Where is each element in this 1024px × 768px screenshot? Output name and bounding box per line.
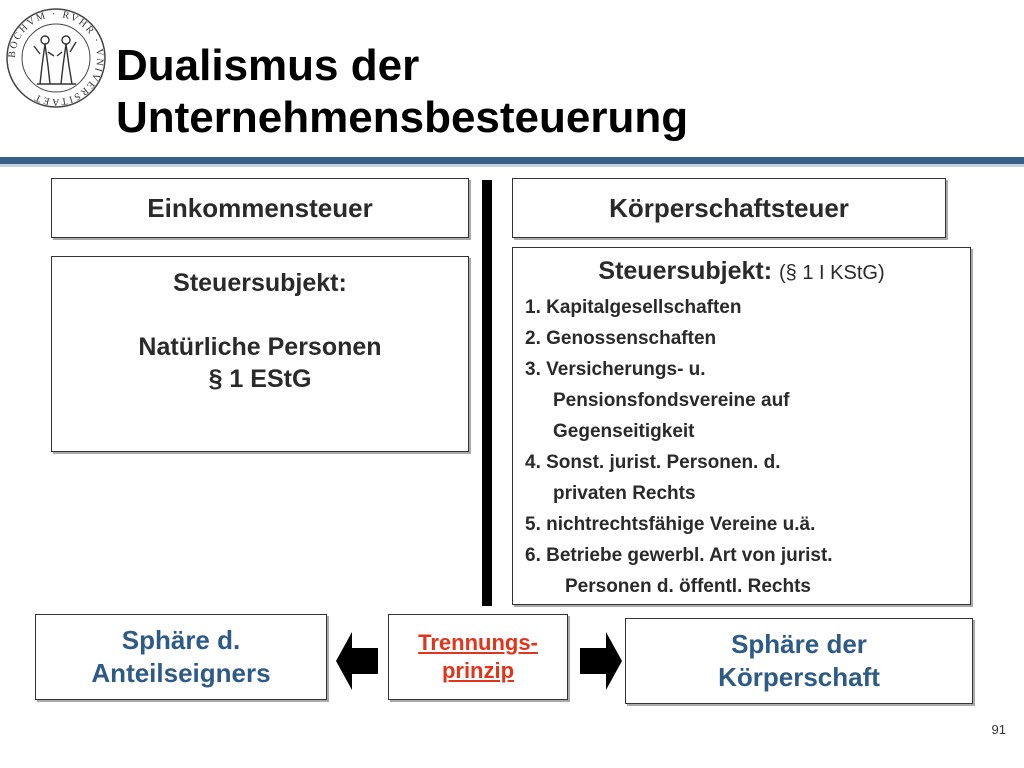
right-subject-label: Steuersubjekt: [598,257,773,285]
page-number: 91 [991,722,1006,737]
left-subject-value: Natürliche Personen [138,333,382,361]
title-rule-light [0,164,1024,167]
sphere-anteilseigner-line1: Sphäre d. [121,625,241,655]
sphere-koerperschaft-box: Sphäre der Körperschaft [625,618,973,704]
list-item: 5. nichtrechtsfähige Vereine u.ä. [525,514,816,535]
title-line-1: Dualismus der [116,41,420,90]
sphere-anteilseigner-box: Sphäre d. Anteilseigners [35,614,327,700]
trennungsprinzip-line1: Trennungs- [418,630,538,655]
koerperschaftsteuer-label: Körperschaftsteuer [609,192,849,223]
right-subject-box: Steuersubjekt: (§ 1 I KStG) 1. Kapitalge… [512,247,971,605]
sphere-koerperschaft-line2: Körperschaft [718,662,880,692]
arrow-left-icon [336,632,378,690]
left-subject-label: Steuersubjekt: [173,269,347,297]
list-item: 6. Betriebe gewerbl. Art von jurist. Per… [525,540,970,602]
title-rule [0,157,1024,164]
left-subject-box: Steuersubjekt: Natürliche Personen § 1 E… [51,256,469,452]
list-item-continuation: Pensionsfondsvereine auf [553,390,790,411]
sphere-anteilseigner-line2: Anteilseigners [91,658,271,688]
center-divider [482,180,492,606]
arrow-right-icon [580,632,622,690]
left-subject-ref: § 1 EStG [208,365,312,393]
trennungsprinzip-line2: prinzip [441,658,515,683]
right-subject-heading: Steuersubjekt: (§ 1 I KStG) [513,248,970,288]
right-subject-ref: (§ 1 I KStG) [779,262,885,284]
list-item-continuation: Gegenseitigkeit [553,421,695,442]
einkommensteuer-header-box: Einkommensteuer [51,178,469,238]
list-item: 2. Genossenschaften [525,328,717,349]
list-item: 1. Kapitalgesellschaften [525,297,742,318]
koerperschaftsteuer-header-box: Körperschaftsteuer [512,178,946,238]
sphere-koerperschaft-line1: Sphäre der [731,629,867,659]
university-seal-logo: BOCHVM · RVHR · VNIVERSITAET [6,8,106,108]
koerperschaft-subject-list: 1. Kapitalgesellschaften 2. Genossenscha… [513,292,970,602]
list-item-continuation: Personen d. öffentl. Rechts [565,576,811,597]
list-item: 3. Versicherungs- u. Pensionsfondsverein… [525,354,970,447]
list-item-continuation: privaten Rechts [553,483,696,504]
list-item: 4. Sonst. jurist. Personen. d. privaten … [525,447,970,509]
trennungsprinzip-box: Trennungs- prinzip [388,614,568,700]
title-line-2: Unternehmensbesteuerung [116,93,689,142]
einkommensteuer-label: Einkommensteuer [147,192,373,223]
page-title: Dualismus der Unternehmensbesteuerung [116,40,976,144]
